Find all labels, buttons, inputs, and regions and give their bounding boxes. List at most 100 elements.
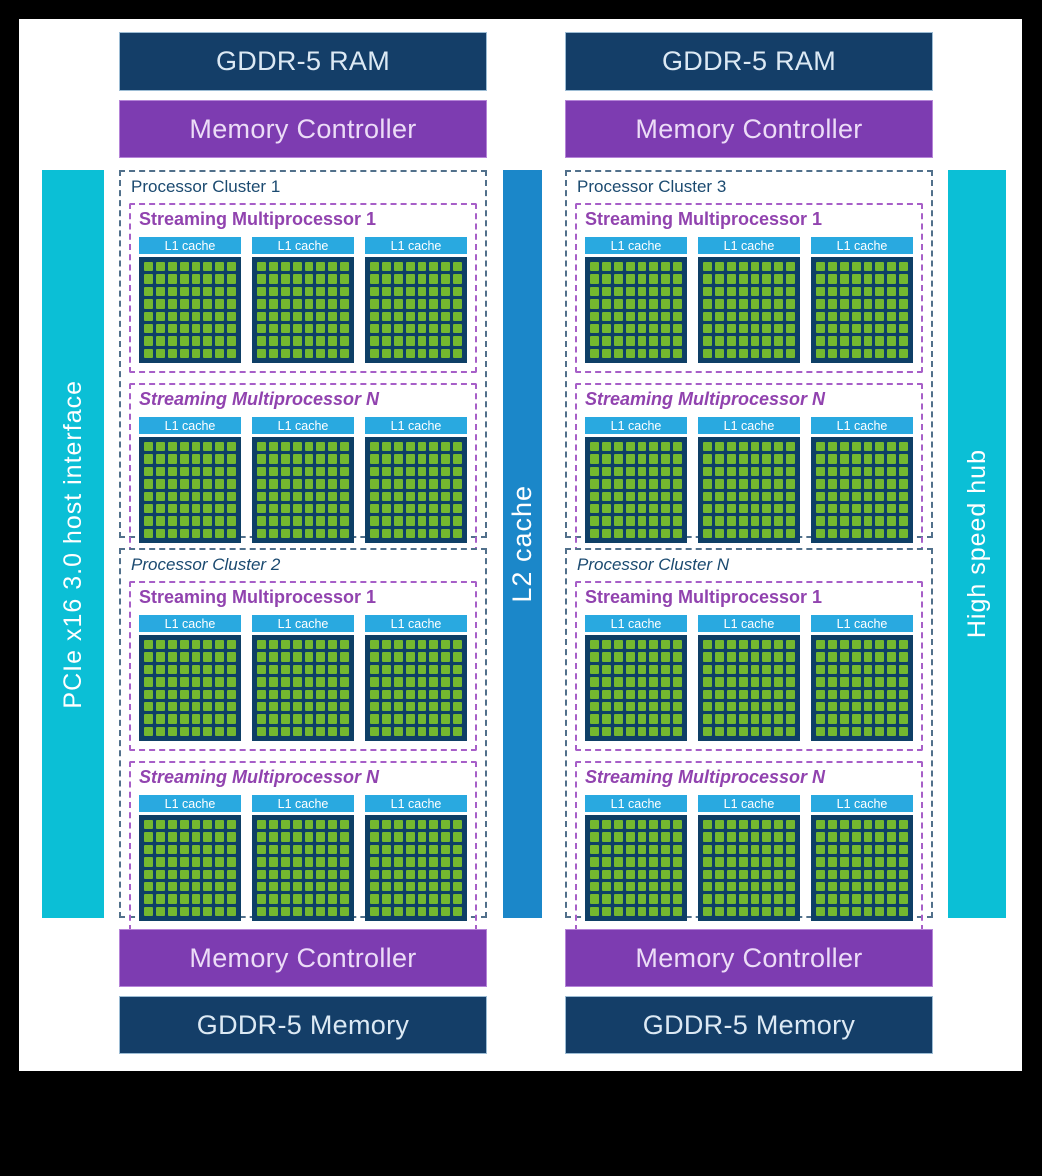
core-cell [370, 640, 379, 650]
core-cell [738, 348, 748, 358]
l1-cache-header: L1 cache [698, 237, 800, 254]
core-cell [590, 491, 599, 501]
core-cell [774, 262, 784, 272]
core-block: L1 cache [811, 615, 913, 741]
core-cell [316, 503, 326, 514]
high-speed-hub-bar: High speed hub [948, 170, 1006, 918]
core-cell [203, 262, 213, 272]
core-cell [875, 479, 885, 489]
core-cell [851, 640, 861, 650]
core-cell [179, 454, 189, 464]
core-cell [774, 311, 784, 321]
core-cell [340, 689, 349, 699]
core-cell [316, 652, 326, 662]
core-cell [227, 820, 236, 830]
core-cell [203, 881, 213, 892]
core-cell [191, 311, 201, 321]
core-cell [215, 701, 225, 712]
core-cell [268, 832, 278, 842]
core-cell [786, 479, 795, 489]
core-cell [292, 466, 302, 477]
core-cell [215, 336, 225, 346]
core-cell [762, 503, 772, 514]
core-cell [328, 640, 338, 650]
core-cell [328, 323, 338, 334]
core-cell [738, 857, 748, 867]
core-cell [215, 906, 225, 916]
core-cell [863, 714, 873, 724]
core-cell [429, 640, 439, 650]
core-cell [453, 503, 462, 514]
core-block: L1 cache [365, 237, 467, 363]
core-cell [637, 503, 647, 514]
core-cell [453, 820, 462, 830]
core-cell [257, 906, 266, 916]
core-cell [316, 701, 326, 712]
core-cell [625, 906, 635, 916]
core-cell [601, 726, 611, 736]
core-cell [340, 516, 349, 526]
core-cell [257, 677, 266, 687]
core-cell [191, 701, 201, 712]
core-cell [316, 311, 326, 321]
core-cell [738, 336, 748, 346]
core-cell [393, 516, 403, 526]
core-cell [144, 311, 153, 321]
core-cell [786, 311, 795, 321]
core-cell [601, 664, 611, 675]
core-cell [257, 491, 266, 501]
core-cell [304, 442, 314, 452]
core-cell [625, 894, 635, 904]
core-cell [257, 869, 266, 879]
core-cell [863, 881, 873, 892]
core-cell [827, 516, 837, 526]
core-cell [673, 701, 682, 712]
core-cell [899, 844, 908, 855]
core-cell [786, 820, 795, 830]
core-cell [899, 528, 908, 538]
core-cell [661, 528, 671, 538]
core-cell [887, 479, 897, 489]
core-cell [257, 652, 266, 662]
core-cell [144, 869, 153, 879]
core-cell [590, 442, 599, 452]
core-cell [649, 491, 659, 501]
l1-cache-header: L1 cache [139, 417, 241, 434]
core-cell [441, 664, 451, 675]
core-cell [227, 466, 236, 477]
core-cell [215, 466, 225, 477]
core-cell [816, 664, 825, 675]
core-cell [601, 466, 611, 477]
core-cell [417, 323, 427, 334]
core-cell [601, 262, 611, 272]
core-cell [405, 640, 415, 650]
core-cell [816, 689, 825, 699]
core-cell [370, 323, 379, 334]
core-cell [673, 869, 682, 879]
core-cell [590, 299, 599, 309]
core-cell [429, 726, 439, 736]
core-cell [774, 479, 784, 489]
core-cell [863, 640, 873, 650]
core-cell [155, 348, 165, 358]
core-grid [365, 815, 467, 921]
core-cell [429, 677, 439, 687]
core-cell [839, 714, 849, 724]
core-cell [268, 714, 278, 724]
core-cell [328, 881, 338, 892]
core-cell [774, 869, 784, 879]
core-cell [625, 479, 635, 489]
core-cell [215, 677, 225, 687]
core-cell [280, 652, 290, 662]
core-cell [280, 894, 290, 904]
core-cell [167, 714, 177, 724]
core-cell [316, 262, 326, 272]
core-cell [441, 714, 451, 724]
core-cell [227, 869, 236, 879]
core-cell [673, 677, 682, 687]
core-cell [851, 701, 861, 712]
